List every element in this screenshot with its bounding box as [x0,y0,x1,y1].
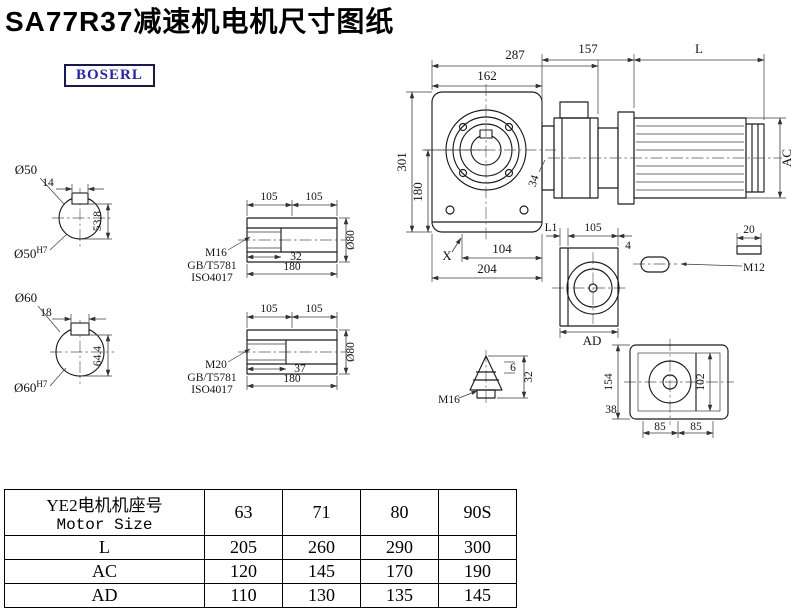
dim-204-label: 204 [477,261,497,276]
bush2-dia80-label: Ø80 [345,342,357,362]
dim-L1-label: L1 [545,222,558,234]
cell-AC-63: 120 [204,559,283,584]
dim-32-plug-label: 32 [523,371,535,383]
dim-162-label: 162 [477,68,497,83]
bore-60-value: Ø60 [14,380,36,395]
column-header-90s: 90S [438,489,517,536]
dim-105-side-label: 105 [584,222,602,234]
motor-size-table: YE2电机机座号 Motor Size 63 71 80 90S L 205 2… [4,489,517,608]
breather-plug-detail: 6 32 M16 [438,350,535,406]
dim-85b-label: 85 [690,421,702,433]
motor-size-header: YE2电机机座号 Motor Size [4,489,205,536]
dim-85a-label: 85 [654,421,666,433]
tolerance-H7: H7 [36,379,47,389]
motor-size-header-cn: YE2电机机座号 [46,496,163,515]
motor-size-header-en: Motor Size [56,516,153,534]
dia-60-label: Ø60 [15,290,37,305]
bush1-105b-label: 105 [305,191,323,203]
dim-287-label: 287 [505,47,525,62]
key-14-label: 14 [42,177,54,189]
cell-AC-80: 170 [360,559,439,584]
thread-M12-label: M12 [743,262,765,274]
bush1-180-label: 180 [283,261,301,273]
dim-34-label: 34 [527,174,542,189]
boserl-logo: BOSERL [64,64,155,87]
dim-104-label: 104 [492,241,512,256]
bush1-thread-label: M16 [205,247,227,259]
bush1-std1-label: GB/T5781 [187,260,236,272]
column-header-71: 71 [282,489,361,536]
dim-AD-label: AD [583,333,602,348]
cell-L-63: 205 [204,535,283,560]
table-row-AC: AC 120 145 170 190 [4,559,517,584]
column-header-80: 80 [360,489,439,536]
bush2-depth-label: 37 [294,363,306,375]
cell-AD-80: 135 [360,583,439,608]
cell-AD-90s: 145 [438,583,517,608]
hollow-shaft-bushing-m20: 105 105 M20 GB/T5781 ISO4017 37 180 Ø80 [187,303,357,396]
cell-AC-90s: 190 [438,559,517,584]
gearbox-rear-view: 154 102 38 85 85 [603,339,734,438]
cell-AD-71: 130 [282,583,361,608]
motor-cooling-fins [636,125,744,191]
centerlines-main [422,84,782,242]
tolerance-H7: H7 [36,245,47,255]
table-row-AD: AD 110 130 135 145 [4,583,517,608]
cell-L-80: 290 [360,535,439,560]
motor-side-view [541,101,765,205]
row-label-AD: AD [4,583,205,608]
cell-L-71: 260 [282,535,361,560]
dim-6-label: 6 [510,362,516,374]
dim-102-label: 102 [695,373,707,391]
bush1-105a-label: 105 [260,191,278,203]
dim-AC-label: AC [779,149,794,167]
main-view-dimensions: 287 162 157 L 301 180 34 X 104 204 AC [394,41,794,282]
bush2-std2-label: ISO4017 [191,384,233,396]
cell-AD-63: 110 [204,583,283,608]
bush2-105b-label: 105 [305,303,323,315]
technical-drawing: 287 162 157 L 301 180 34 X 104 204 AC [14,41,794,438]
dim-180-label: 180 [410,182,425,202]
shaft-section-60: Ø60 18 64.4 Ø60H7 [14,290,114,395]
row-label-AC: AC [4,559,205,584]
bush2-180-label: 180 [283,373,301,385]
dim-154-label: 154 [603,373,615,391]
shaft-section-50: Ø50 14 53.8 Ø50H7 [14,162,112,261]
bush2-105a-label: 105 [260,303,278,315]
shaft-key-detail: 20 M12 [633,224,765,274]
dia-50-label: Ø50 [15,162,37,177]
dim-38-label: 38 [605,404,617,416]
bush2-std1-label: GB/T5781 [187,372,236,384]
column-header-63: 63 [204,489,283,536]
thread-M16-plug-label: M16 [438,394,460,406]
cell-L-90s: 300 [438,535,517,560]
output-flange-side-view: L1 105 4 AD [545,222,632,348]
hollow-shaft-bushing-m16: 105 105 M16 GB/T5781 ISO4017 32 180 Ø80 [187,191,357,284]
cell-AC-71: 145 [282,559,361,584]
gearbox-front-view [431,91,543,233]
table-header-row: YE2电机机座号 Motor Size 63 71 80 90S [4,489,517,536]
table-row-L: L 205 260 290 300 [4,535,517,560]
x-reference-label: X [442,248,452,263]
dim-301-label: 301 [394,152,409,172]
bush1-std2-label: ISO4017 [191,272,233,284]
bush1-depth-label: 32 [290,251,302,263]
row-label-L: L [4,535,205,560]
bore-60H7-label: Ø60H7 [14,379,48,395]
bore-50-value: Ø50 [14,246,36,261]
dim-64-4-label: 64.4 [92,346,104,366]
dim-4-label: 4 [625,240,631,252]
bush2-thread-label: M20 [205,359,227,371]
dim-20-label: 20 [743,224,755,236]
dim-53-8-label: 53.8 [92,211,104,231]
bore-50H7-label: Ø50H7 [14,245,48,261]
key-18-label: 18 [40,307,52,319]
page-title: SA77R37减速机电机尺寸图纸 [5,6,395,37]
dim-L-label: L [695,41,703,56]
dim-157-label: 157 [578,41,598,56]
bush1-dia80-label: Ø80 [345,230,357,250]
